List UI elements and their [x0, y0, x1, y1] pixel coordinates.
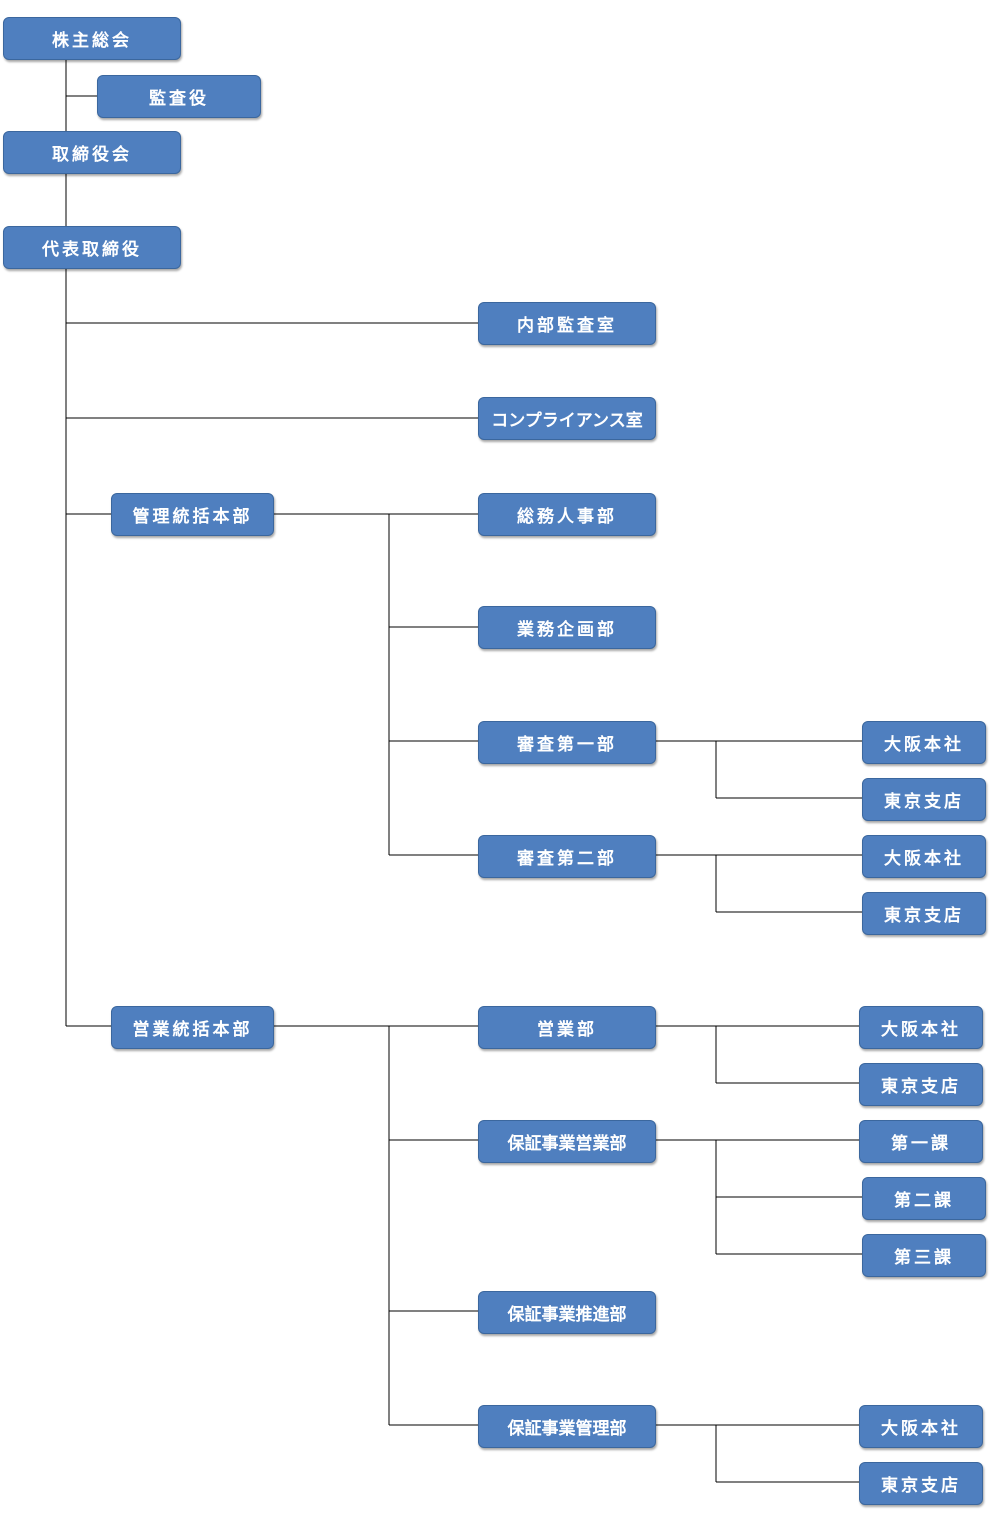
node-review-1-tokyo: 東京支店 — [862, 778, 986, 821]
node-representative-director: 代表取締役 — [3, 226, 181, 269]
node-sales-hq: 営業統括本部 — [111, 1006, 274, 1049]
node-guarantee-mgmt-tokyo: 東京支店 — [859, 1462, 983, 1505]
node-section-2: 第二課 — [862, 1177, 986, 1220]
node-business-planning: 業務企画部 — [478, 606, 656, 649]
node-review-dept-2: 審査第二部 — [478, 835, 656, 878]
node-guarantee-mgmt-osaka: 大阪本社 — [859, 1405, 983, 1448]
node-auditor: 監査役 — [97, 75, 261, 118]
node-review-2-tokyo: 東京支店 — [862, 892, 986, 935]
node-sales-dept: 営業部 — [478, 1006, 656, 1049]
node-review-1-osaka: 大阪本社 — [862, 721, 986, 764]
node-review-2-osaka: 大阪本社 — [862, 835, 986, 878]
node-guarantee-promotion-dept: 保証事業推進部 — [478, 1291, 656, 1334]
node-section-3: 第三課 — [862, 1234, 986, 1277]
node-sales-osaka: 大阪本社 — [859, 1006, 983, 1049]
node-shareholders-meeting: 株主総会 — [3, 17, 181, 60]
node-general-affairs-hr: 総務人事部 — [478, 493, 656, 536]
node-review-dept-1: 審査第一部 — [478, 721, 656, 764]
node-admin-hq: 管理統括本部 — [111, 493, 274, 536]
node-sales-tokyo: 東京支店 — [859, 1063, 983, 1106]
node-section-1: 第一課 — [859, 1120, 983, 1163]
node-guarantee-mgmt-dept: 保証事業管理部 — [478, 1405, 656, 1448]
node-guarantee-sales-dept: 保証事業営業部 — [478, 1120, 656, 1163]
node-compliance-office: コンプライアンス室 — [478, 397, 656, 440]
node-internal-audit-office: 内部監査室 — [478, 302, 656, 345]
node-board-of-directors: 取締役会 — [3, 131, 181, 174]
